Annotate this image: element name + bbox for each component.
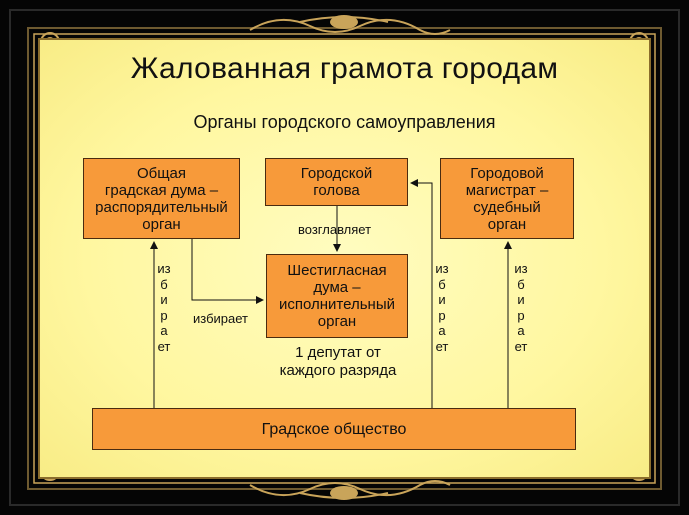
box-city-society: Градское общество <box>92 408 576 450</box>
box-general-duma: Общая градская дума – распорядительный о… <box>83 158 240 239</box>
label-elects-vertical-right: избирает <box>514 261 528 354</box>
box-city-head: Городской голова <box>265 158 408 206</box>
label-elects: избирает <box>193 311 248 326</box>
label-heads: возглавляет <box>298 222 372 237</box>
label-deputy-per-rank: 1 депутат от каждого разряда <box>279 344 397 379</box>
slide-title: Жалованная грамота городам <box>130 52 559 85</box>
box-six-member-duma: Шестигласная дума – исполнительный орган <box>266 254 408 338</box>
label-elects-vertical-left: избирает <box>157 261 171 354</box>
box-magistrate: Городовой магистрат – судебный орган <box>440 158 574 239</box>
label-elects-vertical-middle: избирает <box>435 261 449 354</box>
slide-subtitle: Органы городского самоуправления <box>193 112 496 132</box>
